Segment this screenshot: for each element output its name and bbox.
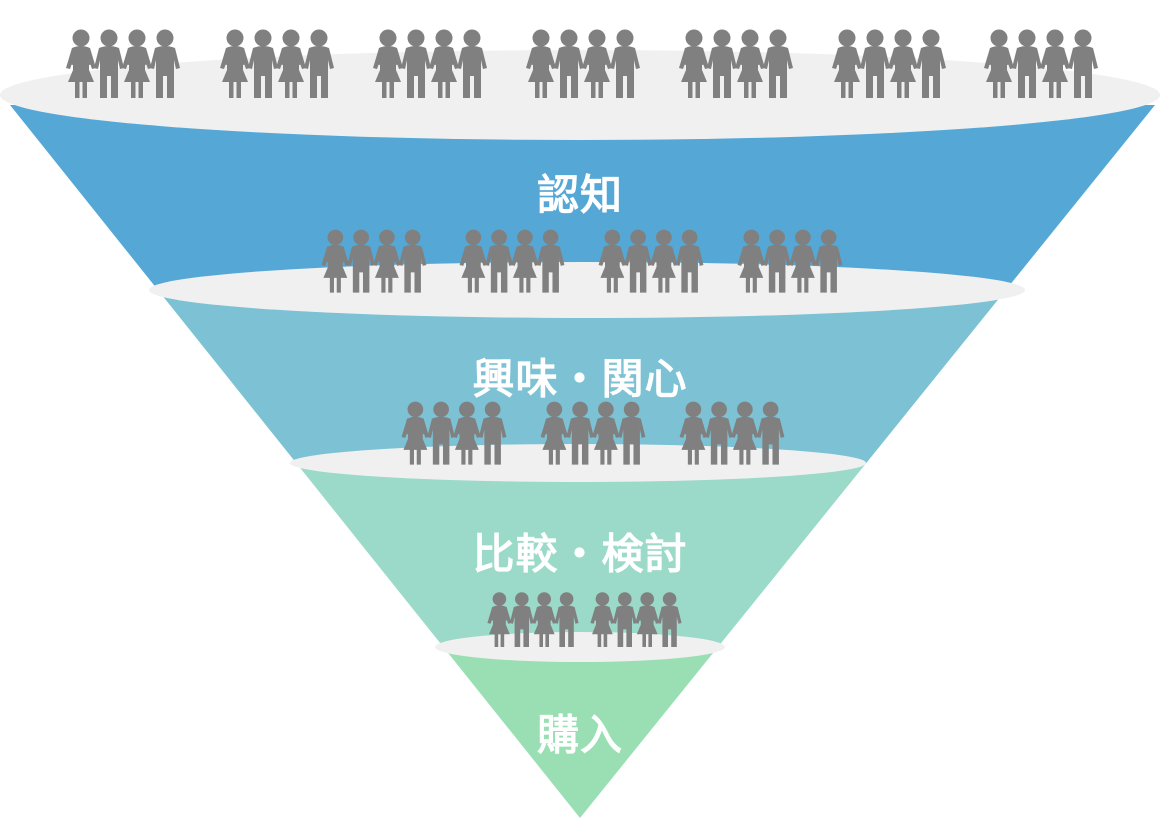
funnel-stage-3	[296, 463, 867, 647]
stage-label: 興味・関心	[472, 354, 688, 404]
funnel-stage-4	[443, 647, 718, 818]
funnel-level-ellipse	[149, 262, 1025, 318]
stage-label: 比較・検討	[472, 529, 688, 579]
stage-label: 認知	[536, 170, 624, 220]
funnel-level-ellipse	[435, 632, 725, 662]
stage-label: 購入	[536, 710, 624, 760]
funnel-stage-2	[157, 290, 1006, 463]
funnel-stage-1	[10, 105, 1155, 290]
